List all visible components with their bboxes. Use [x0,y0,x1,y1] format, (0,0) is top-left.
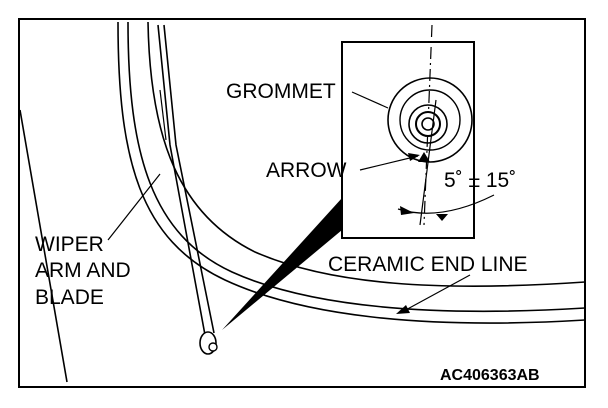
angle-label: 5˚ ± 15˚ [444,169,516,192]
figure-code: AC406363AB [440,367,540,384]
ceramic-end-line-label: CERAMIC END LINE [328,253,528,276]
angle-arrowhead-right [436,214,448,221]
wiper-blade [157,24,206,336]
wiper-arm [163,24,215,334]
grommet-leader-line [351,91,389,109]
ceramic-leader-line [401,274,471,313]
wiper-label-line2: ARM AND [35,259,131,282]
ceramic-end-line-curve [147,21,586,287]
ceramic-leader-arrowhead [396,305,410,314]
arrow-label: ARROW [266,159,347,182]
windshield-inner-curve [117,21,586,324]
grommet-label: GROMMET [226,80,336,103]
wiper-label-line1: WIPER [35,233,104,256]
alignment-arrow-mark [418,152,430,162]
angle-line [419,99,437,226]
wiper-arm-inner [159,89,167,141]
wiper-leader-line [107,173,161,241]
grommet-inner-ring [408,104,448,144]
pivot-shaft-inner [421,117,435,131]
magnification-wedge [222,198,342,330]
wiper-label-line3: BLADE [35,286,104,309]
angle-arrowhead-left [400,206,414,215]
arrow-leader-line [359,155,419,171]
windshield-outer-curve [127,21,586,313]
centre-line [423,24,433,226]
figure-frame [18,18,586,388]
arrow-leader-arrowhead [408,153,420,161]
wiper-pivot-nut [208,342,218,352]
windshield-edge-line [19,109,68,383]
